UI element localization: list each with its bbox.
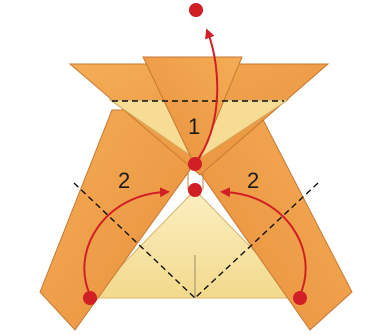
dot-top-target (189, 3, 203, 17)
step-label-2-left: 2 (118, 168, 130, 193)
step-label-1: 1 (188, 114, 200, 139)
dot-bottom-right (293, 291, 307, 305)
dot-center-lower (188, 183, 202, 197)
dot-center-upper (188, 157, 202, 171)
arrow-2-right (220, 187, 307, 296)
arrow-2-left (83, 187, 170, 296)
dot-bottom-left (83, 291, 97, 305)
left-fold-line (73, 182, 196, 299)
right-fold-line (194, 182, 319, 299)
arrow-1 (194, 28, 219, 164)
step-label-2-right: 2 (247, 168, 259, 193)
